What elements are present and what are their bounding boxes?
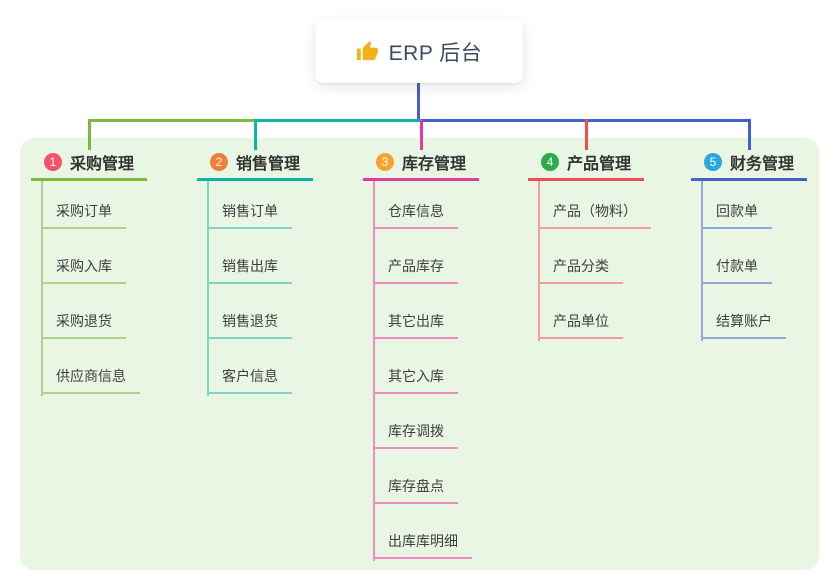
- branch-title-label: 财务管理: [729, 156, 795, 173]
- branch-number-badge: 3: [375, 153, 394, 171]
- thumbs-up-icon: [356, 40, 379, 63]
- node-item[interactable]: 产品（物料）: [538, 200, 651, 229]
- node-item[interactable]: 其它出库: [373, 310, 458, 339]
- connector-drop-2: [254, 119, 257, 150]
- root-node[interactable]: ERP 后台: [315, 20, 523, 83]
- branch-title-label: 库存管理: [401, 156, 467, 173]
- connector-drop-5: [748, 119, 751, 150]
- node-item[interactable]: 采购订单: [41, 200, 126, 229]
- connector-bus-segment-1: [88, 119, 256, 122]
- connector-branch-spine-3: [373, 178, 375, 561]
- node-item[interactable]: 回款单: [701, 200, 772, 229]
- branch-title-5[interactable]: 5 财务管理: [690, 146, 808, 181]
- node-item[interactable]: 结算账户: [701, 310, 786, 339]
- node-item[interactable]: 库存盘点: [373, 475, 458, 504]
- branch-title-label: 销售管理: [235, 156, 301, 173]
- connector-branch-spine-1: [41, 178, 43, 396]
- node-item[interactable]: 产品单位: [538, 310, 623, 339]
- branch-title-label: 采购管理: [69, 156, 135, 173]
- branch-title-4[interactable]: 4 产品管理: [527, 146, 645, 181]
- branch-number-badge: 4: [540, 153, 559, 171]
- connector-branch-spine-4: [538, 178, 540, 341]
- node-item[interactable]: 仓库信息: [373, 200, 458, 229]
- connector-branch-spine-2: [207, 178, 209, 396]
- connector-drop-4: [585, 119, 588, 150]
- node-item[interactable]: 销售退货: [207, 310, 292, 339]
- branch-number-badge: 1: [43, 153, 62, 171]
- node-item[interactable]: 销售出库: [207, 255, 292, 284]
- branch-title-label: 产品管理: [566, 156, 632, 173]
- node-item[interactable]: 库存调拨: [373, 420, 458, 449]
- node-item[interactable]: 产品库存: [373, 255, 458, 284]
- node-item[interactable]: 产品分类: [538, 255, 623, 284]
- connector-drop-1: [88, 119, 91, 150]
- connector-root-vertical: [417, 83, 420, 122]
- node-item[interactable]: 出库库明细: [373, 530, 472, 559]
- node-item[interactable]: 采购入库: [41, 255, 126, 284]
- branch-group-panel: [20, 138, 819, 570]
- node-item[interactable]: 采购退货: [41, 310, 126, 339]
- node-item[interactable]: 付款单: [701, 255, 772, 284]
- root-node-label: ERP 后台: [388, 41, 483, 65]
- connector-drop-3: [420, 119, 423, 150]
- node-item[interactable]: 其它入库: [373, 365, 458, 394]
- branch-number-badge: 5: [703, 153, 722, 171]
- branch-title-3[interactable]: 3 库存管理: [362, 146, 480, 181]
- node-item[interactable]: 销售订单: [207, 200, 292, 229]
- branch-title-1[interactable]: 1 采购管理: [30, 146, 148, 181]
- connector-branch-spine-5: [701, 178, 703, 341]
- node-item[interactable]: 供应商信息: [41, 365, 140, 394]
- node-item[interactable]: 客户信息: [207, 365, 292, 394]
- branch-number-badge: 2: [209, 153, 228, 171]
- connector-bus-segment-2: [254, 119, 422, 122]
- branch-title-2[interactable]: 2 销售管理: [196, 146, 314, 181]
